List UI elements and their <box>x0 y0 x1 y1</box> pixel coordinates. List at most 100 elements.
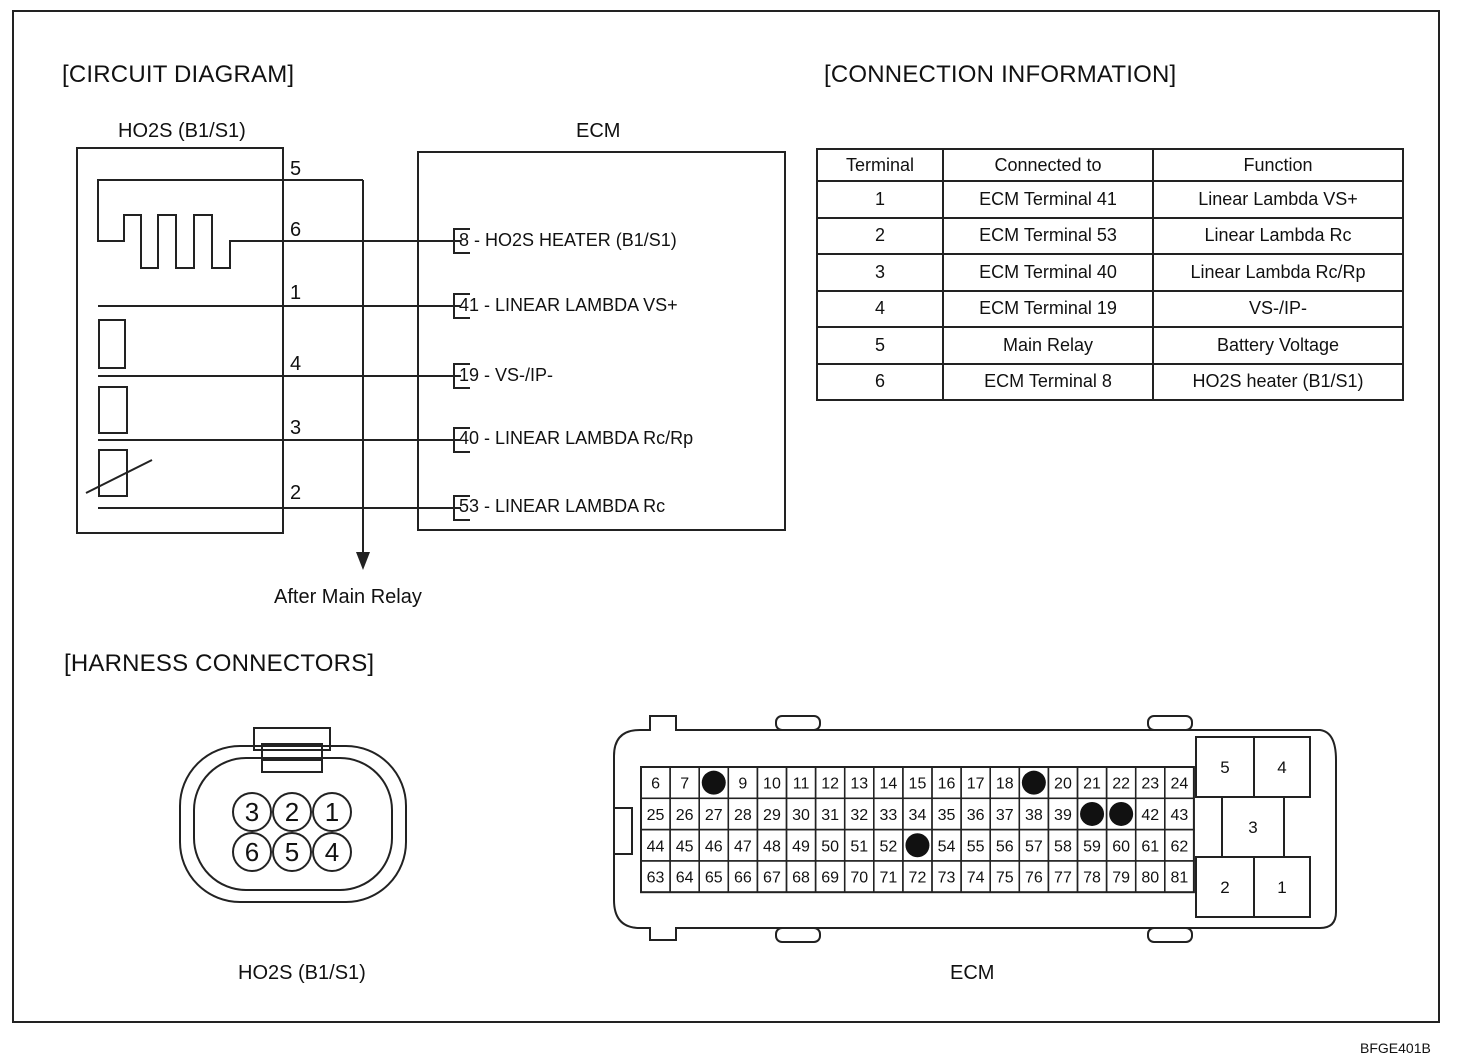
ecm-term-text: - HO2S HEATER (B1/S1) <box>474 230 677 250</box>
cell-connected-to: ECM Terminal 19 <box>942 289 1154 328</box>
ecm-pin-label: 22 <box>1112 776 1130 793</box>
ho2s-pin-label: 6 <box>245 837 259 867</box>
ecm-pin-label: 32 <box>850 807 868 824</box>
ecm-pin-label: 48 <box>763 838 781 855</box>
ecm-pin-label: 35 <box>938 807 956 824</box>
sensor-cell-icon <box>98 386 128 434</box>
ecm-term-bracket <box>453 495 470 521</box>
ecm-pin-label: 49 <box>792 838 810 855</box>
ecm-used-pin-41 <box>1109 801 1134 826</box>
ecm-cell <box>1164 860 1195 893</box>
ecm-pin-label: 26 <box>676 807 694 824</box>
ho2s-pin-label: 5 <box>285 837 299 867</box>
sensor-pin-6: 6 <box>290 219 302 241</box>
ho2s-pin-6 <box>232 832 272 872</box>
ecm-pin-label: 73 <box>938 870 956 887</box>
ecm-pin-label: 9 <box>738 776 747 793</box>
ecm-pin-label: 16 <box>938 776 956 793</box>
variable-slash <box>85 459 153 494</box>
cell-function: Battery Voltage <box>1152 326 1404 365</box>
ecm-pin-label: 63 <box>647 870 665 887</box>
ecm-term-bracket <box>453 363 470 389</box>
ecm-pin-label: 75 <box>996 870 1014 887</box>
ecm-used-pin-40 <box>1080 801 1105 826</box>
ho2s-connector <box>179 727 407 903</box>
header-connected-to: Connected to <box>942 148 1154 182</box>
ecm-block-cell-2 <box>1195 856 1255 918</box>
ecm-block-label: 3 <box>1248 818 1257 837</box>
ecm-pin-label: 76 <box>1025 870 1043 887</box>
ecm-block-label: 1 <box>1277 878 1286 897</box>
ho2s-pin-label: 4 <box>325 837 339 867</box>
ho2s-pin-label: 2 <box>285 797 299 827</box>
ecm-pin-label: 51 <box>850 838 868 855</box>
ecm-pin-label: 71 <box>879 870 897 887</box>
ecm-pin-label: 77 <box>1054 870 1072 887</box>
circuit-diagram-title: [CIRCUIT DIAGRAM] <box>62 61 295 88</box>
cell-terminal: 2 <box>816 216 944 255</box>
ecm-pin-label: 52 <box>879 838 897 855</box>
ecm-pin-label: 12 <box>821 776 839 793</box>
ecm-pin-label: 78 <box>1083 870 1101 887</box>
ecm-pin-label: 21 <box>1083 776 1101 793</box>
ecm-term-text: - LINEAR LAMBDA Rc <box>484 496 666 516</box>
ecm-line-53: 53 - LINEAR LAMBDA Rc <box>459 496 665 517</box>
cell-connected-to: ECM Terminal 40 <box>942 253 1154 292</box>
ecm-pin-label: 54 <box>938 838 956 855</box>
ecm-block-label: 4 <box>1277 758 1286 777</box>
ecm-term-number: 53 <box>459 496 480 516</box>
ecm-pin-label: 13 <box>850 776 868 793</box>
header-function: Function <box>1152 148 1404 182</box>
cell-function: VS-/IP- <box>1152 289 1404 328</box>
ecm-pin-label: 17 <box>967 776 985 793</box>
cell-function: Linear Lambda VS+ <box>1152 180 1404 219</box>
ecm-pin-label: 79 <box>1112 870 1130 887</box>
ecm-used-pin-53 <box>905 833 930 858</box>
arrow-down-icon <box>356 552 370 570</box>
ecm-pin-label: 80 <box>1141 870 1159 887</box>
cell-connected-to: ECM Terminal 53 <box>942 216 1154 255</box>
ecm-pin-label: 42 <box>1141 807 1159 824</box>
cell-terminal: 6 <box>816 362 944 401</box>
cell-connected-to: ECM Terminal 41 <box>942 180 1154 219</box>
ecm-pin-label: 60 <box>1112 838 1130 855</box>
ecm-pin-label: 23 <box>1141 776 1159 793</box>
ecm-pin-label: 58 <box>1054 838 1072 855</box>
header-terminal: Terminal <box>816 148 944 182</box>
ecm-term-number: 8 <box>459 230 470 250</box>
ecm-pin-label: 74 <box>967 870 985 887</box>
ecm-pin-label: 72 <box>909 870 927 887</box>
sensor-pin-1: 1 <box>290 282 302 304</box>
cell-terminal: 4 <box>816 289 944 328</box>
sensor-pin-3: 3 <box>290 417 302 439</box>
ecm-pin-label: 18 <box>996 776 1014 793</box>
ecm-pin-label: 39 <box>1054 807 1072 824</box>
ecm-pin-label: 55 <box>967 838 985 855</box>
ecm-pin-label: 43 <box>1170 807 1188 824</box>
ecm-term-number: 19 <box>459 365 480 385</box>
cell-terminal: 1 <box>816 180 944 219</box>
ecm-pin-label: 62 <box>1170 838 1188 855</box>
diagram-frame <box>12 10 1440 1023</box>
ho2s-pin-5 <box>272 832 312 872</box>
ho2s-pin-2 <box>272 792 312 832</box>
ecm-term-bracket <box>453 427 470 453</box>
ecm-pin-label: 46 <box>705 838 723 855</box>
ecm-pin-label: 37 <box>996 807 1014 824</box>
ecm-pin-label: 7 <box>680 776 689 793</box>
ecm-pin-label: 10 <box>763 776 781 793</box>
connection-info-title: [CONNECTION INFORMATION] <box>824 61 1177 88</box>
ecm-pin-label: 56 <box>996 838 1014 855</box>
ecm-pin-label: 57 <box>1025 838 1043 855</box>
ecm-term-text: - LINEAR LAMBDA VS+ <box>484 295 678 315</box>
ecm-pin-label: 45 <box>676 838 694 855</box>
ecm-pin-label: 81 <box>1170 870 1188 887</box>
ecm-pin-label: 70 <box>850 870 868 887</box>
table-header-row: Terminal Connected to Function <box>816 148 1404 182</box>
ho2s-pin-1 <box>312 792 352 832</box>
ecm-pin-label: 30 <box>792 807 810 824</box>
ecm-pin-label: 65 <box>705 870 723 887</box>
